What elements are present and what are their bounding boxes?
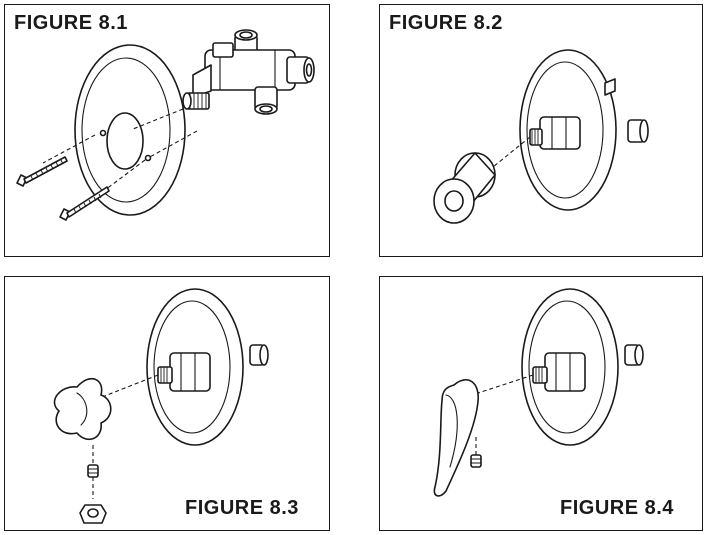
cap-removal-illustration [433,49,649,224]
button-cap-drawing [79,504,107,524]
figure-8-1-label: FIGURE 8.1 [14,12,128,34]
valve-body-drawing [182,29,315,115]
figure-8-2-panel: FIGURE 8.2 [379,4,703,257]
set-screw-drawing [87,464,99,478]
figure-8-3-label: FIGURE 8.3 [185,497,299,519]
set-screw-drawing [470,454,482,468]
lever-handle-drawing [433,379,479,497]
cartridge-stem-drawing [532,352,586,392]
escutcheon-and-valve-illustration [16,29,315,221]
knob-handle-drawing [53,377,112,441]
figure-8-2-label: FIGURE 8.2 [389,12,503,34]
figure-8-4-label: FIGURE 8.4 [560,497,674,519]
mounting-screw-drawing [16,156,68,187]
cartridge-stem-drawing [529,116,581,150]
figure-8-4-panel: FIGURE 8.4 [379,276,703,531]
cartridge-stem-drawing [157,352,211,392]
lever-handle-installation-illustration [433,288,644,497]
figure-8-3-panel: FIGURE 8.3 [4,276,330,531]
escutcheon-plate-drawing [74,44,186,216]
figure-8-1-panel: FIGURE 8.1 [4,4,330,257]
cap-drawing [433,152,496,224]
mounting-screw-drawing [59,186,110,221]
knob-handle-installation-illustration [53,288,269,524]
